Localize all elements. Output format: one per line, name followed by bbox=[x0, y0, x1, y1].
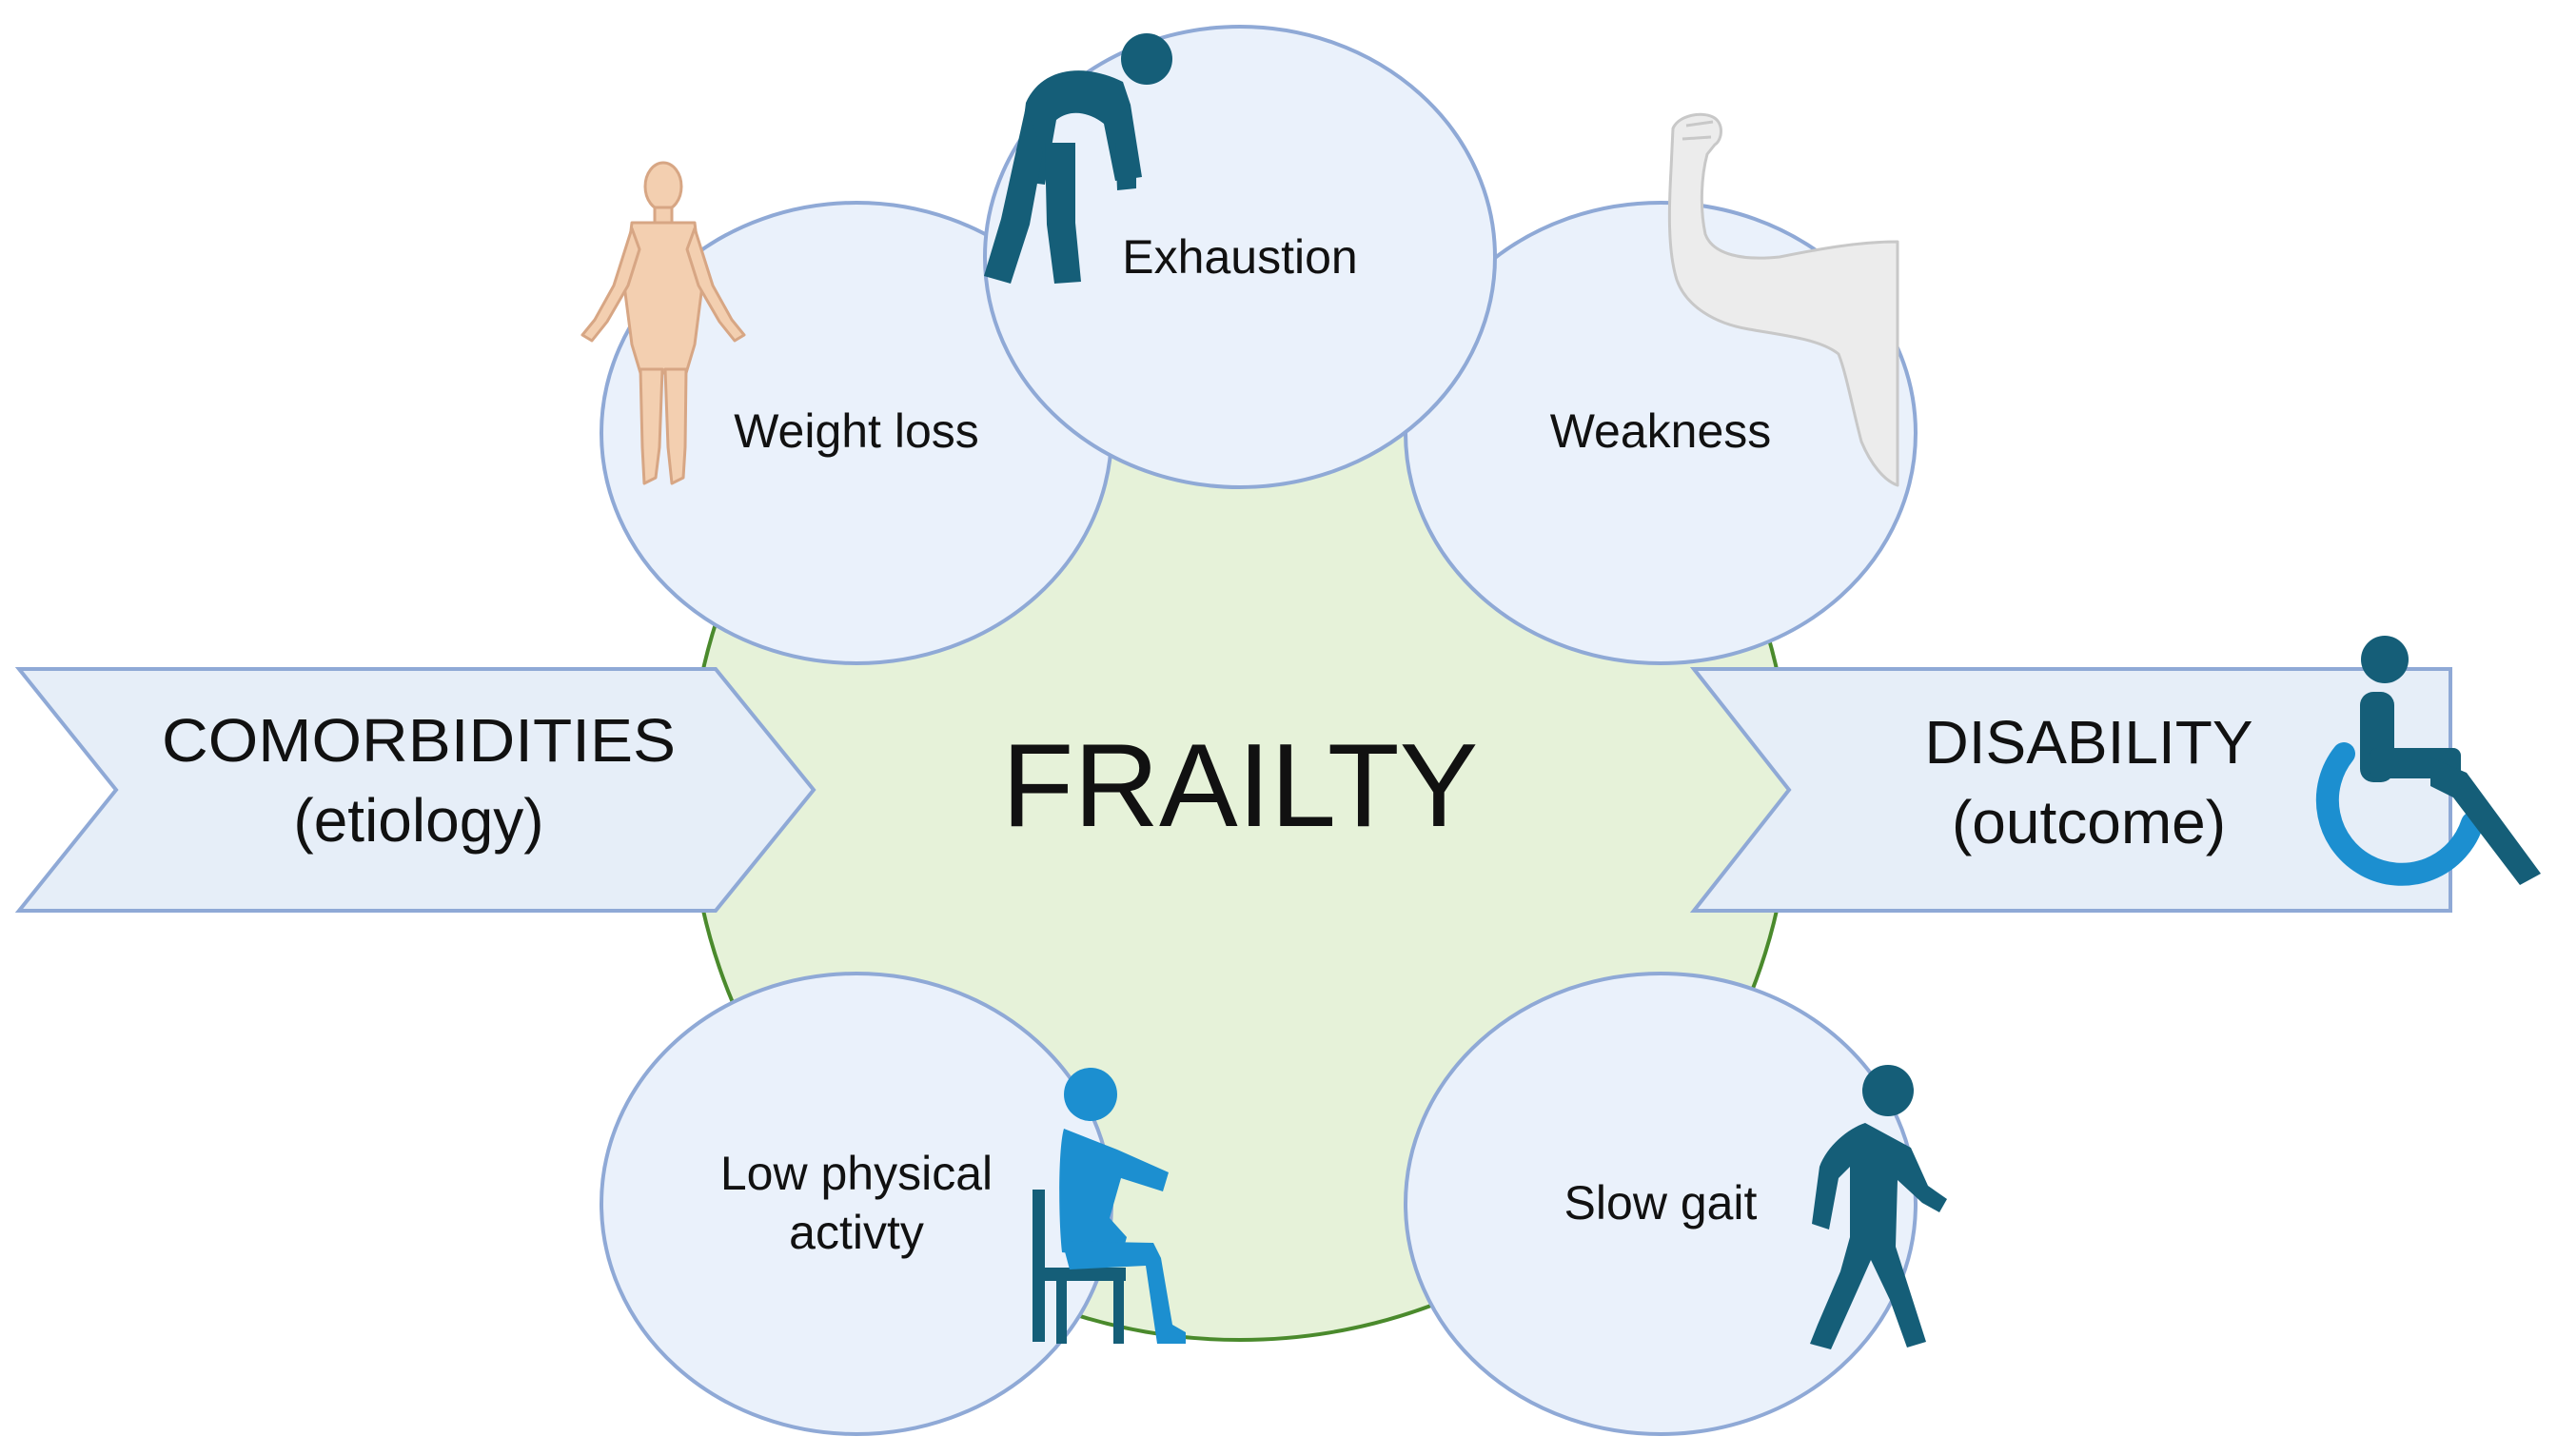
weight-loss-label: Weight loss bbox=[734, 404, 979, 458]
frailty-title: FRAILTY bbox=[1002, 720, 1479, 852]
disability-arrow bbox=[1689, 667, 2452, 913]
comorbidities-arrow bbox=[14, 667, 816, 913]
disability-label: DISABILITY bbox=[1925, 708, 2253, 777]
wheelchair-icon bbox=[2315, 636, 2541, 886]
slow-gait-bubble bbox=[1404, 972, 1918, 1436]
thin-body-icon bbox=[580, 161, 746, 485]
seated-person-icon bbox=[1033, 1068, 1186, 1344]
comorbidities-label: COMORBIDITIES bbox=[162, 706, 676, 775]
flexed-arm-icon bbox=[1667, 112, 1899, 487]
outcome-label: (outcome) bbox=[1952, 788, 2226, 856]
slow-gait-label: Slow gait bbox=[1564, 1176, 1758, 1230]
low-activity-label-line1: Low physical bbox=[720, 1147, 993, 1200]
weakness-label: Weakness bbox=[1550, 404, 1772, 458]
low-activity-label-line2: activty bbox=[789, 1206, 924, 1259]
walking-person-icon bbox=[1810, 1065, 1947, 1349]
tired-person-icon bbox=[984, 33, 1172, 284]
exhaustion-label: Exhaustion bbox=[1122, 230, 1357, 284]
etiology-label: (etiology) bbox=[293, 786, 543, 855]
